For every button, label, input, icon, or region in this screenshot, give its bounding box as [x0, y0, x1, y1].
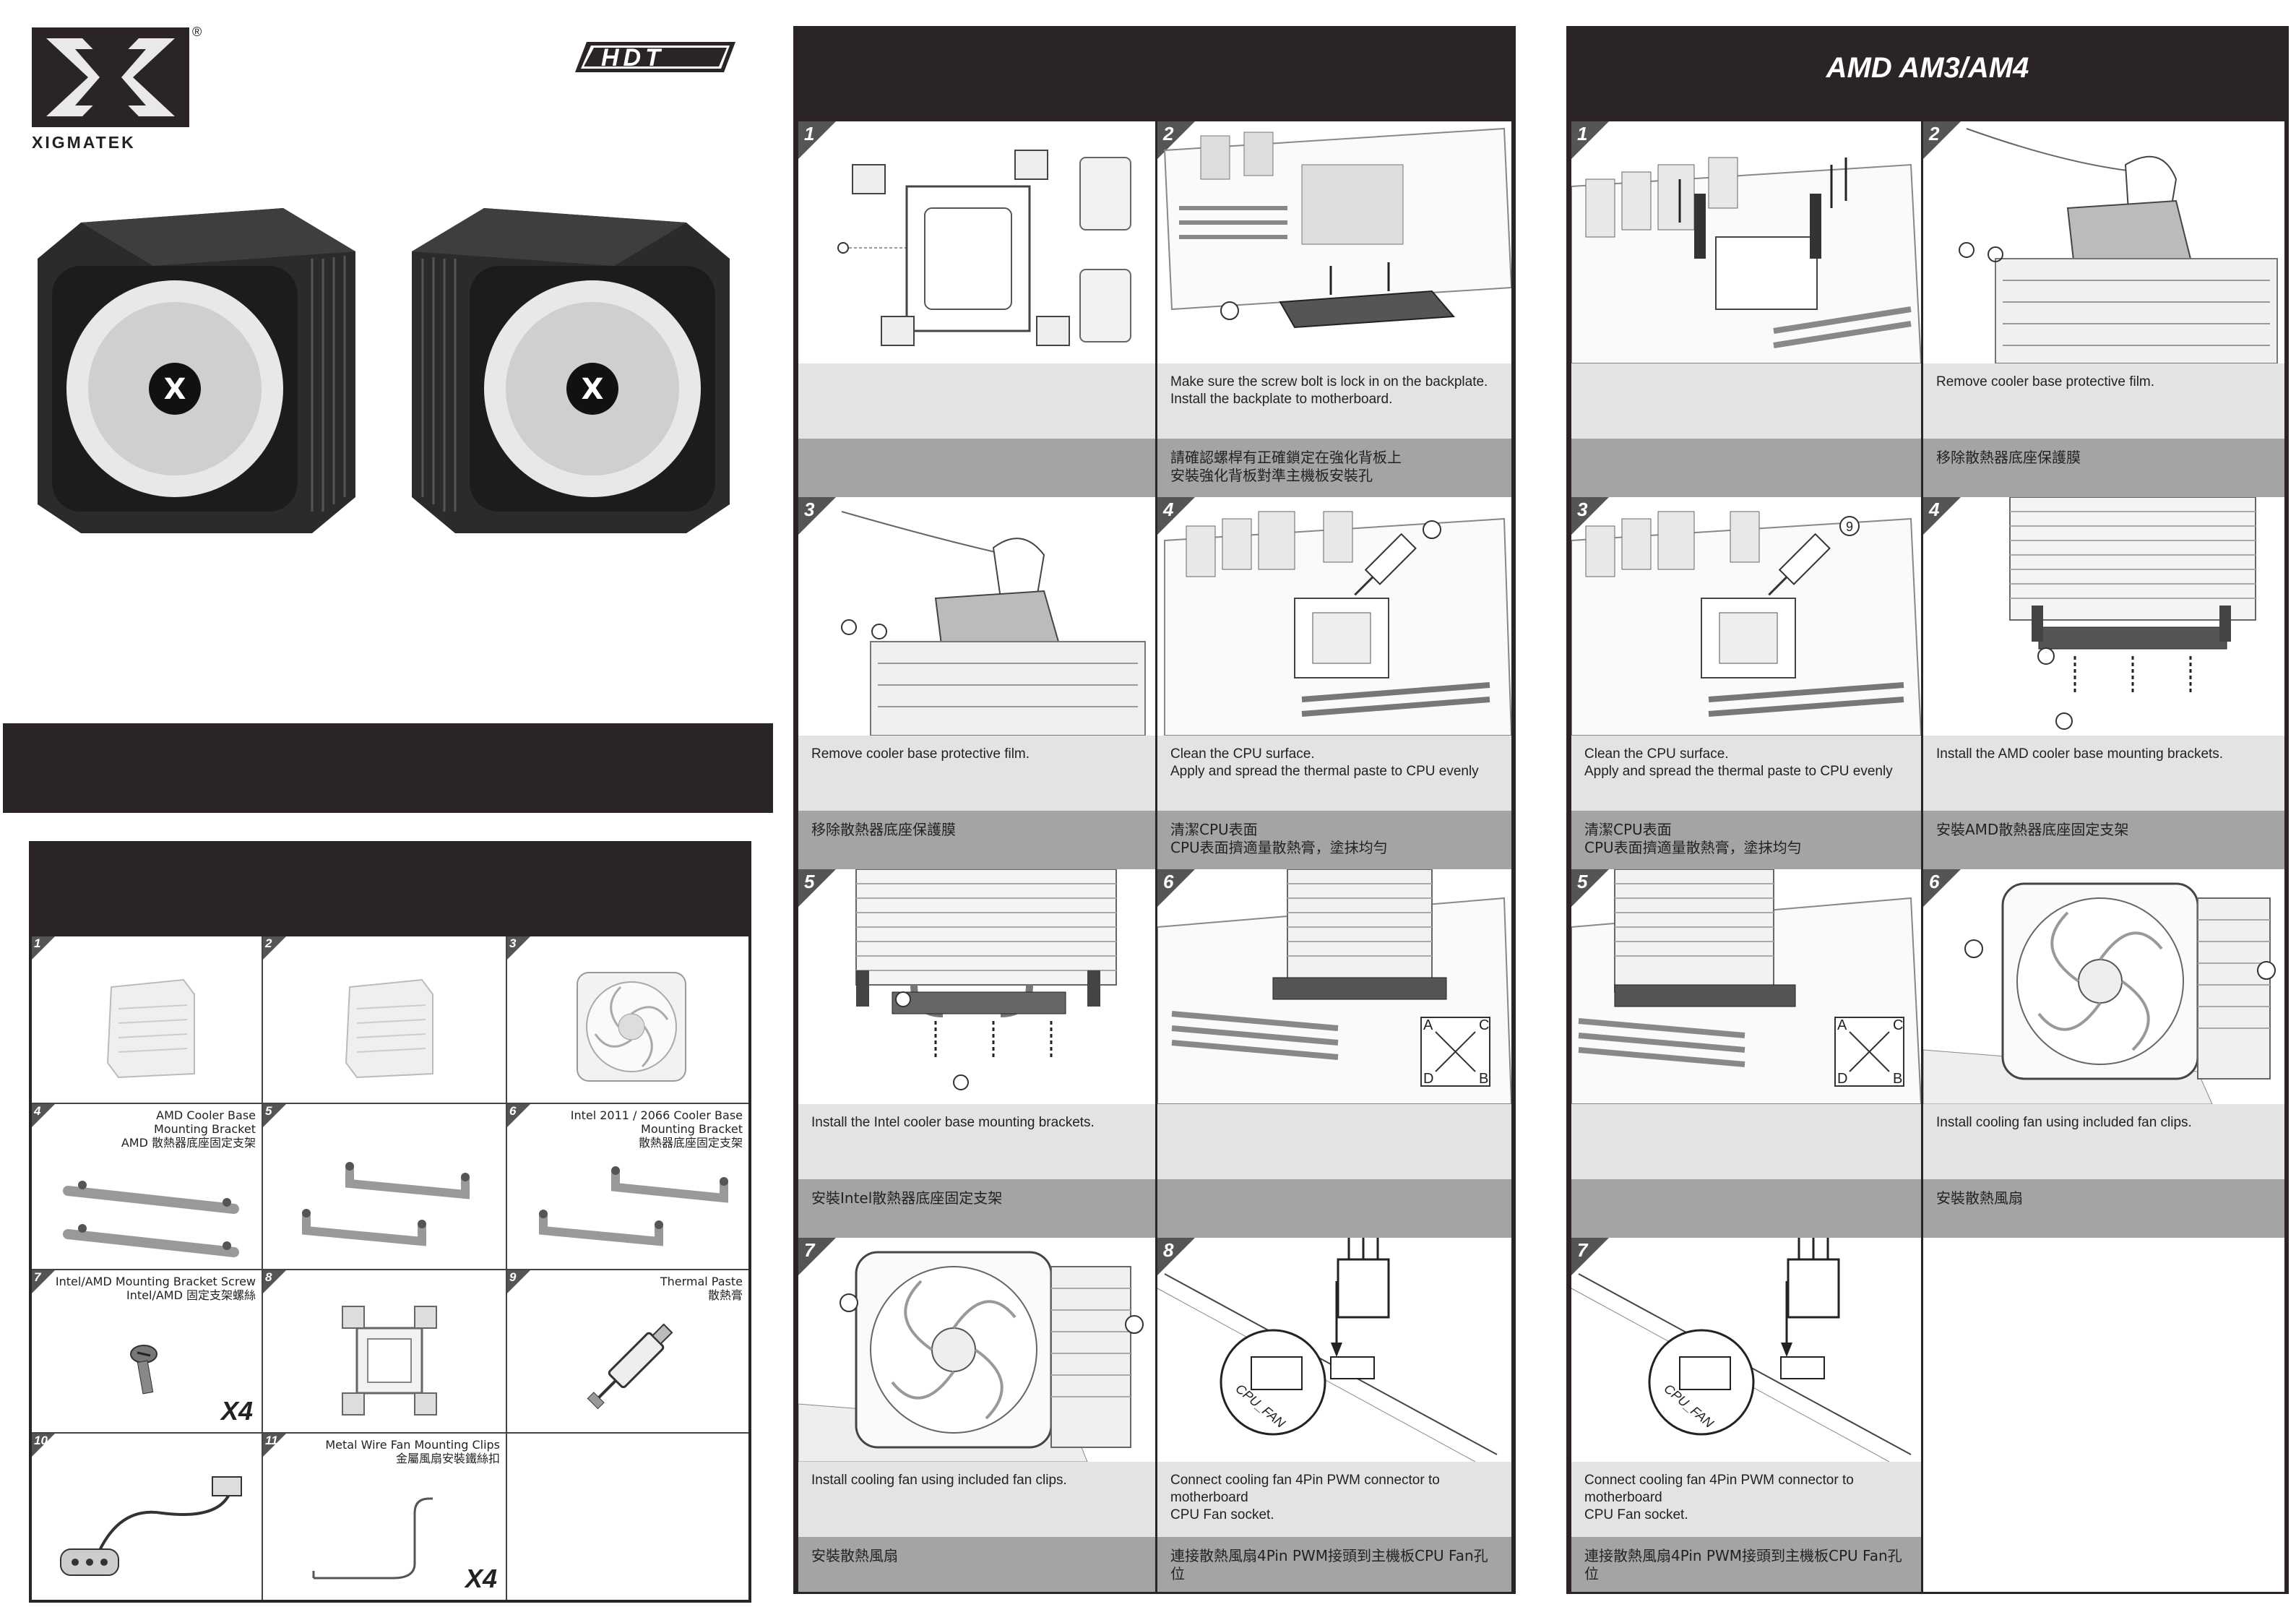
intel-step-5: 5 Install the Intel cooler base mounting…	[798, 869, 1155, 1238]
amd-step-3: 3 9 Clean the CPU surface. Apply and spr…	[1571, 497, 1921, 869]
brand-name: XIGMATEK	[32, 133, 136, 152]
accessory-cable: 10	[32, 1434, 263, 1600]
corner-d-label: D	[1423, 1071, 1433, 1087]
accessory-screw: 7 Intel/AMD Mounting Bracket Screw Intel…	[32, 1270, 263, 1434]
corner-a-label: A	[1423, 1017, 1433, 1033]
amd-step-6: 6 Install cooling fan using included fan…	[1923, 869, 2284, 1238]
quantity-label: X4	[220, 1396, 253, 1426]
amd-title: AMD AM3/AM4	[1826, 52, 2029, 84]
corner-c-label: C	[1893, 1017, 1903, 1033]
accessory-intel-bracket: 6 Intel 2011 / 2066 Cooler Base Mounting…	[507, 1104, 748, 1270]
corner-b-label: B	[1893, 1071, 1902, 1087]
intel-step-6: 6 A C D B	[1157, 869, 1511, 1238]
corner-c-label: C	[1479, 1017, 1489, 1033]
accessory-item: 1	[32, 936, 263, 1104]
accessory-thermal-paste: 9 Thermal Paste 散熱膏	[507, 1270, 748, 1434]
accessory-item: 3	[507, 936, 748, 1104]
intel-step-2: 2 Make sure the screw bolt is lock in on…	[1157, 121, 1511, 497]
intel-step-1: 1	[798, 121, 1155, 497]
accessories-box: 1 2 3 4 AMD Cooler Base Mounting Bracket…	[29, 841, 751, 1603]
accessory-item: 2	[263, 936, 507, 1104]
accessories-header	[32, 844, 748, 936]
cooler-image-right: X	[405, 194, 730, 540]
xigmatek-logo	[32, 27, 189, 127]
svg-text:X: X	[582, 373, 604, 406]
corner-d-label: D	[1837, 1071, 1847, 1087]
cooler-image-left: X	[38, 194, 363, 540]
hdt-logo: HDT	[572, 39, 738, 75]
corner-a-label: A	[1837, 1017, 1847, 1033]
accessory-empty	[507, 1434, 748, 1600]
intel-step-3: 3 Remove cooler base protective film. 移除…	[798, 497, 1155, 869]
intel-step-7: 7 Install cooling fan using included fan…	[798, 1238, 1155, 1592]
paste-number-label: 9	[1846, 520, 1853, 534]
accessory-item: 5	[263, 1104, 507, 1270]
amd-step-empty	[1923, 1238, 2284, 1592]
quantity-label: X4	[465, 1564, 497, 1593]
amd-step-5: 5 A C D B	[1571, 869, 1921, 1238]
corner-b-label: B	[1479, 1071, 1488, 1087]
registered-mark: ®	[192, 25, 202, 39]
accessory-fan-clips: 11 Metal Wire Fan Mounting Clips 金屬風扇安裝鐵…	[263, 1434, 507, 1600]
svg-text:X: X	[164, 373, 186, 406]
accessory-backplate: 8	[263, 1270, 507, 1434]
intel-step-8: 8 CPU_FAN Connect cooling fan 4Pin PWM c…	[1157, 1238, 1511, 1592]
amd-step-4: 4 Install the AMD cooler base mounting b…	[1923, 497, 2284, 869]
black-band	[3, 723, 773, 813]
intel-step-4: 4 Clean the CPU surface. Apply and sprea…	[1157, 497, 1511, 869]
amd-step-2: 2 Remove cooler base protective film. 移除…	[1923, 121, 2284, 497]
accessory-amd-bracket: 4 AMD Cooler Base Mounting Bracket AMD 散…	[32, 1104, 263, 1270]
amd-step-1: 1	[1571, 121, 1921, 497]
amd-step-7: 7 CPU_FAN Connect cooling fan 4Pin PWM c…	[1571, 1238, 1921, 1592]
